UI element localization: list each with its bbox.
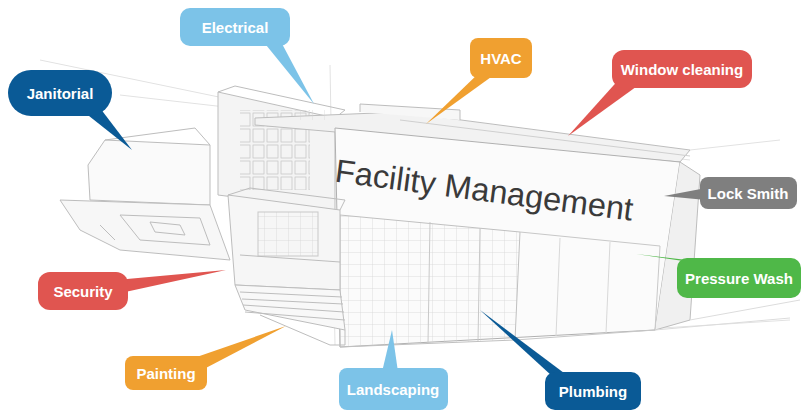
callout-text: Lock Smith (708, 185, 789, 202)
callout-text: Plumbing (559, 383, 627, 400)
callout-bubble: Pressure Wash (677, 258, 801, 298)
callout-text: Pressure Wash (685, 270, 793, 287)
callout-bubble: Plumbing (545, 372, 641, 410)
callout-bubble: Security (38, 272, 128, 310)
callout-text: Janitorial (27, 85, 94, 102)
callout-text: Landscaping (347, 381, 440, 398)
callout-bubble: Landscaping (339, 368, 448, 410)
callout-bubble: Electrical (180, 8, 290, 46)
callout-bubble: HVAC (470, 38, 532, 78)
callout-text: Painting (136, 365, 195, 382)
callout-text: Security (53, 283, 112, 300)
callout-text: Window cleaning (621, 61, 743, 78)
callout-bubble: Window cleaning (612, 50, 752, 88)
callout-text: Electrical (202, 19, 269, 36)
callout-bubble: Lock Smith (700, 177, 797, 209)
callout-bubble: Painting (125, 356, 207, 390)
callout-bubble: Janitorial (8, 70, 112, 116)
callout-text: HVAC (480, 50, 521, 67)
